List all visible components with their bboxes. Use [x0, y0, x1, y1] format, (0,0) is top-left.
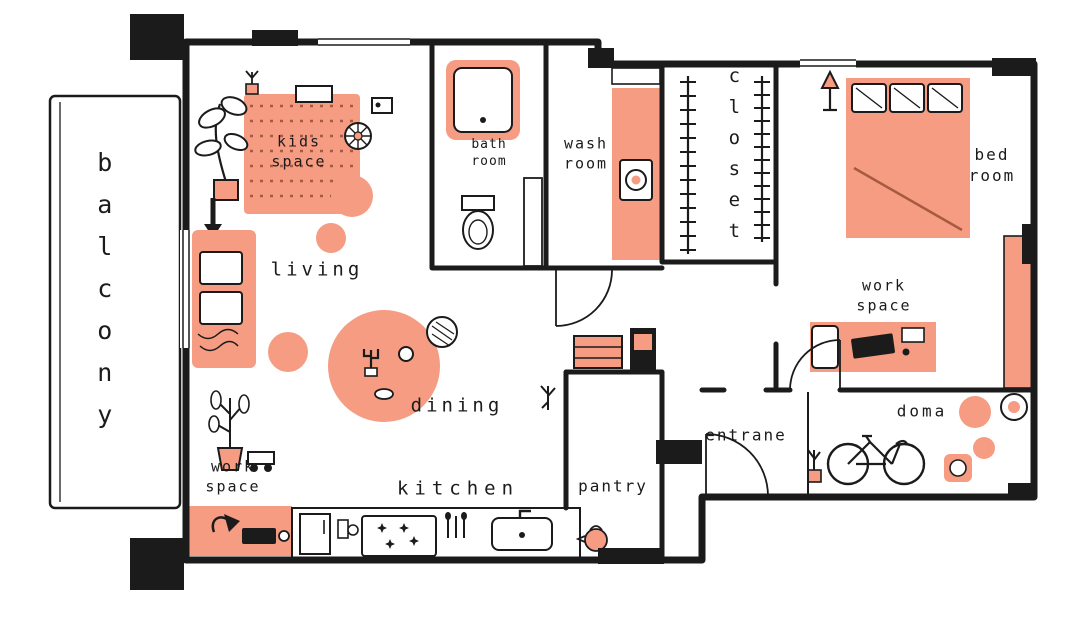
bath-cabinet [523, 177, 543, 267]
right-work-desk [810, 322, 936, 372]
wall-chunk [252, 30, 298, 46]
rattan-chair [426, 316, 458, 348]
wall-chunk [656, 440, 702, 464]
round-rug [959, 396, 991, 428]
sofa [192, 230, 256, 368]
interior-walls [429, 39, 1037, 559]
room-label-living: living [270, 258, 364, 281]
laptop-icon [242, 528, 276, 544]
bathtub [446, 60, 520, 140]
fiddle-leaf-plant [208, 390, 250, 471]
floor-cushion [316, 223, 346, 253]
faucet-icon [518, 509, 531, 518]
kids-rug [244, 94, 360, 214]
burner-stars-icon [377, 523, 419, 549]
utensils-icon [447, 516, 465, 538]
storage-box [944, 454, 972, 482]
floor-cushion [268, 332, 308, 372]
window [318, 35, 410, 48]
desk-chair [811, 325, 839, 369]
floor-fill [186, 42, 1034, 560]
wall-chunk [1008, 483, 1036, 499]
balcony-door [180, 230, 191, 348]
wall-blocks [130, 14, 1036, 590]
stove [361, 515, 437, 557]
room-label-dining: dining [410, 394, 504, 417]
wall-chunk [588, 48, 614, 68]
washing-machine [611, 67, 661, 260]
fridge-cabinet [299, 513, 331, 555]
pillar-block [130, 14, 184, 60]
jar-icon [337, 519, 349, 539]
room-label-bath-room: bath room [471, 137, 507, 169]
double-bed [846, 78, 970, 238]
radio-icon [371, 97, 393, 114]
toy-truck-icon [247, 451, 275, 472]
room-label-kitchen: kitchen [396, 477, 520, 500]
toy-wheel-icon [344, 122, 372, 150]
room-label-bed-room: bed room [968, 145, 1016, 185]
room-label-balcony: balcony [90, 148, 120, 442]
window [800, 57, 856, 70]
lamp-icon [224, 514, 240, 532]
wall-chunk [598, 548, 664, 564]
round-stool [973, 437, 995, 459]
round-dining-table [328, 310, 440, 422]
laptop-icon [851, 333, 895, 359]
hanger-rack [754, 76, 770, 242]
floor-lamp-icon [820, 69, 840, 112]
left-work-desk [188, 506, 292, 556]
wall-chunk [992, 58, 1036, 76]
room-label-pantry: pantry [578, 476, 648, 496]
wall-chunk [1022, 224, 1036, 264]
jar-icon [347, 524, 359, 536]
toilet [461, 195, 495, 250]
room-label-work-space-right: work space [856, 276, 912, 315]
tall-plant [194, 96, 249, 201]
room-label-work-space-left: work space [205, 457, 261, 496]
floor-cushion [331, 175, 373, 217]
bicycle-icon [826, 434, 926, 486]
room-label-entrance: entrane [705, 425, 787, 445]
mug-icon [278, 530, 290, 542]
kids-mini-table [295, 85, 333, 103]
pillar-block [130, 538, 184, 590]
room-label-closet: closet [723, 65, 746, 251]
hanger-rack [680, 76, 696, 254]
room-label-doma: doma [896, 401, 948, 421]
storage-box [573, 335, 623, 369]
kitchen-counter [291, 507, 581, 561]
door-arc [555, 269, 841, 497]
kettle-icon [575, 525, 608, 552]
doma-plant [807, 449, 822, 483]
room-label-kids-space: kids space [271, 132, 327, 171]
room-label-wash-room: wash room [563, 134, 609, 173]
storage-box [630, 328, 656, 374]
plate-icon [1000, 393, 1028, 421]
mouse-icon [902, 348, 910, 356]
small-potted-plant [245, 70, 259, 95]
herb-sprig-icon [540, 385, 556, 410]
